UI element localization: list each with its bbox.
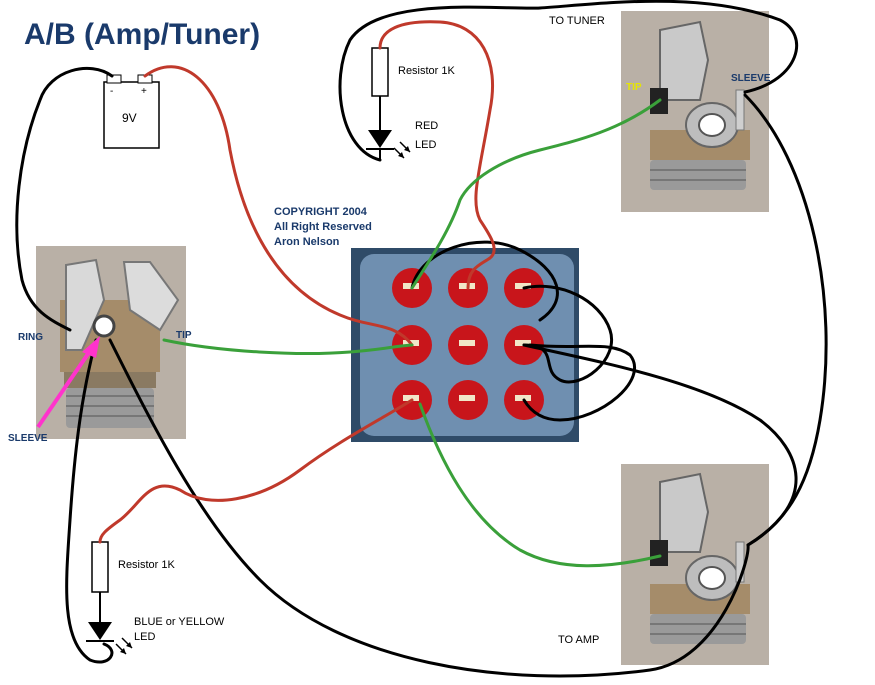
- copyright-line: Aron Nelson: [274, 236, 340, 248]
- green-wires: [162, 98, 662, 568]
- input-sleeve-label: SLEEVE: [8, 433, 48, 444]
- battery: [103, 74, 160, 149]
- bottom-led-label-line: BLUE or YELLOW: [134, 616, 225, 628]
- top-led-label-line: RED: [415, 120, 439, 132]
- amp-jack-label: TO AMP: [558, 634, 600, 646]
- input-jack: [36, 246, 186, 439]
- tuner-jack-label: TO TUNER: [549, 15, 605, 27]
- amp-jack: [621, 464, 769, 665]
- bottom-resistor: [91, 541, 109, 593]
- battery-minus-label: -: [110, 86, 114, 97]
- copyright-block: COPYRIGHT 2004 All Right Reserved Aron N…: [274, 205, 372, 250]
- tuner-sleeve-label: SLEEVE: [731, 73, 771, 84]
- bottom-led-label: BLUE or YELLOW LED: [134, 615, 224, 645]
- top-resistor: [371, 47, 389, 97]
- top-led: [366, 96, 411, 160]
- input-tip-label: TIP: [176, 330, 192, 341]
- battery-plus-label: +: [141, 86, 147, 97]
- bottom-resistor-label: Resistor 1K: [118, 559, 175, 571]
- top-led-label-line: LED: [415, 139, 437, 151]
- tuner-jack: [621, 11, 769, 212]
- top-resistor-label: Resistor 1K: [398, 65, 455, 77]
- bottom-led: [86, 592, 133, 655]
- diagram-title: A/B (Amp/Tuner): [24, 18, 261, 51]
- copyright-line: All Right Reserved: [274, 221, 372, 233]
- input-ring-label: RING: [18, 332, 43, 343]
- sleeve-arrow: [36, 336, 100, 429]
- tuner-tip-label: TIP: [626, 82, 642, 93]
- red-wires: [98, 20, 496, 544]
- top-led-label: RED LED: [415, 117, 438, 155]
- battery-voltage-label: 9V: [122, 111, 137, 125]
- copyright-line: COPYRIGHT 2004: [274, 206, 367, 218]
- black-wires: [15, 0, 828, 678]
- bottom-led-label-line: LED: [134, 631, 156, 643]
